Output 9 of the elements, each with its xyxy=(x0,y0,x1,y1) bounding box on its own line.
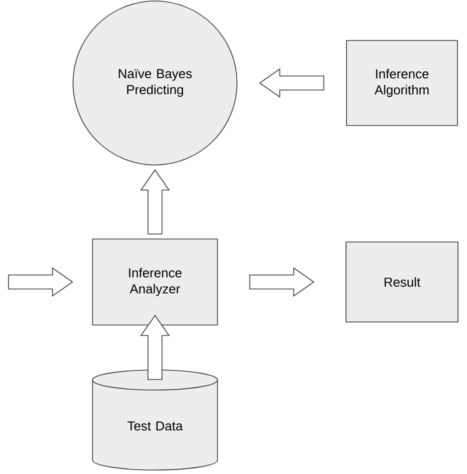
process-box: Inference Analyzer xyxy=(92,238,218,326)
block-arrow xyxy=(8,267,74,297)
block-arrow xyxy=(140,314,170,380)
block-arrow xyxy=(259,68,324,98)
database-cylinder: Test Data xyxy=(92,370,218,470)
block-arrow xyxy=(140,169,170,234)
block-arrow xyxy=(249,267,314,297)
process-box: Inference Algorithm xyxy=(346,40,458,126)
process-box: Result xyxy=(346,242,458,322)
